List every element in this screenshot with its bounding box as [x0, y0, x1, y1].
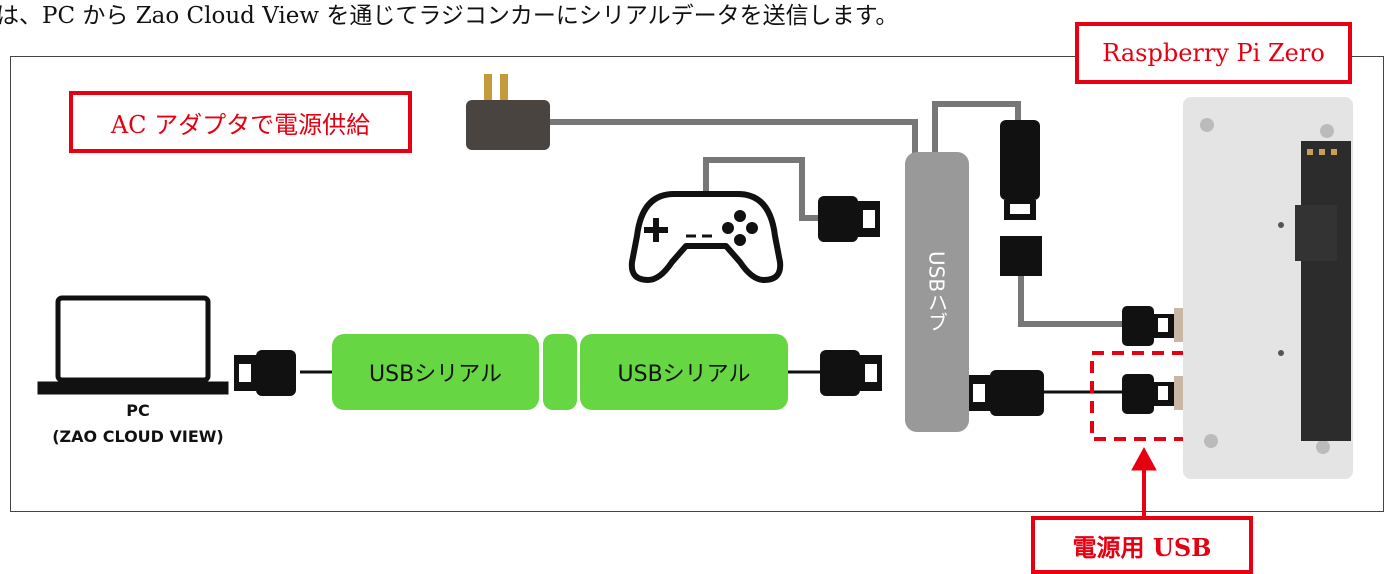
usb-adapter-block: [1000, 236, 1042, 276]
connection-diagram: [37, 74, 1198, 516]
intro-text: は、PC から Zao Cloud View を通じてラジコンカーにシリアルデー…: [0, 3, 899, 29]
usb-plug-hub-out: [968, 370, 1044, 416]
pc-label-line1: PC: [126, 401, 150, 420]
usb-plug-pc: [234, 350, 296, 396]
gamepad-cable: [703, 157, 818, 221]
ac-adapter-plug-icon: [466, 74, 550, 150]
ac-cable: [548, 119, 918, 155]
gamepad-icon: [628, 191, 784, 283]
raspberry-pi-board: [1183, 97, 1353, 479]
adapter-to-rpi-cable: [1018, 275, 1122, 327]
raspberry-pi-callout: Raspberry Pi Zero: [1075, 22, 1352, 84]
arrow-up-icon: [1131, 446, 1157, 516]
usb-hub: [905, 152, 969, 432]
usb-serial-left: USBシリアル: [332, 334, 539, 410]
pc-label: PC (ZAO CLOUD VIEW): [18, 398, 258, 450]
hub-to-power-cable: [932, 101, 1021, 155]
usb-serial-joint: [543, 334, 577, 410]
laptop-icon: [37, 295, 229, 395]
usb-serial-right: USBシリアル: [580, 334, 788, 410]
diagram-frame: [10, 56, 1384, 512]
micro-usb-plug-bottom: [1122, 374, 1184, 414]
pc-label-line2: (ZAO CLOUD VIEW): [52, 427, 224, 446]
power-usb-callout: 電源用 USB: [1031, 516, 1253, 574]
usb-plug-hub-power: [1000, 120, 1040, 220]
usb-plug-gamepad: [818, 196, 880, 242]
usb-plug-serial: [820, 350, 882, 396]
usb-hub-label: USBハブ: [924, 251, 949, 333]
ac-adapter-callout: AC アダプタで電源供給: [69, 91, 412, 153]
micro-usb-plug-top: [1122, 306, 1184, 346]
